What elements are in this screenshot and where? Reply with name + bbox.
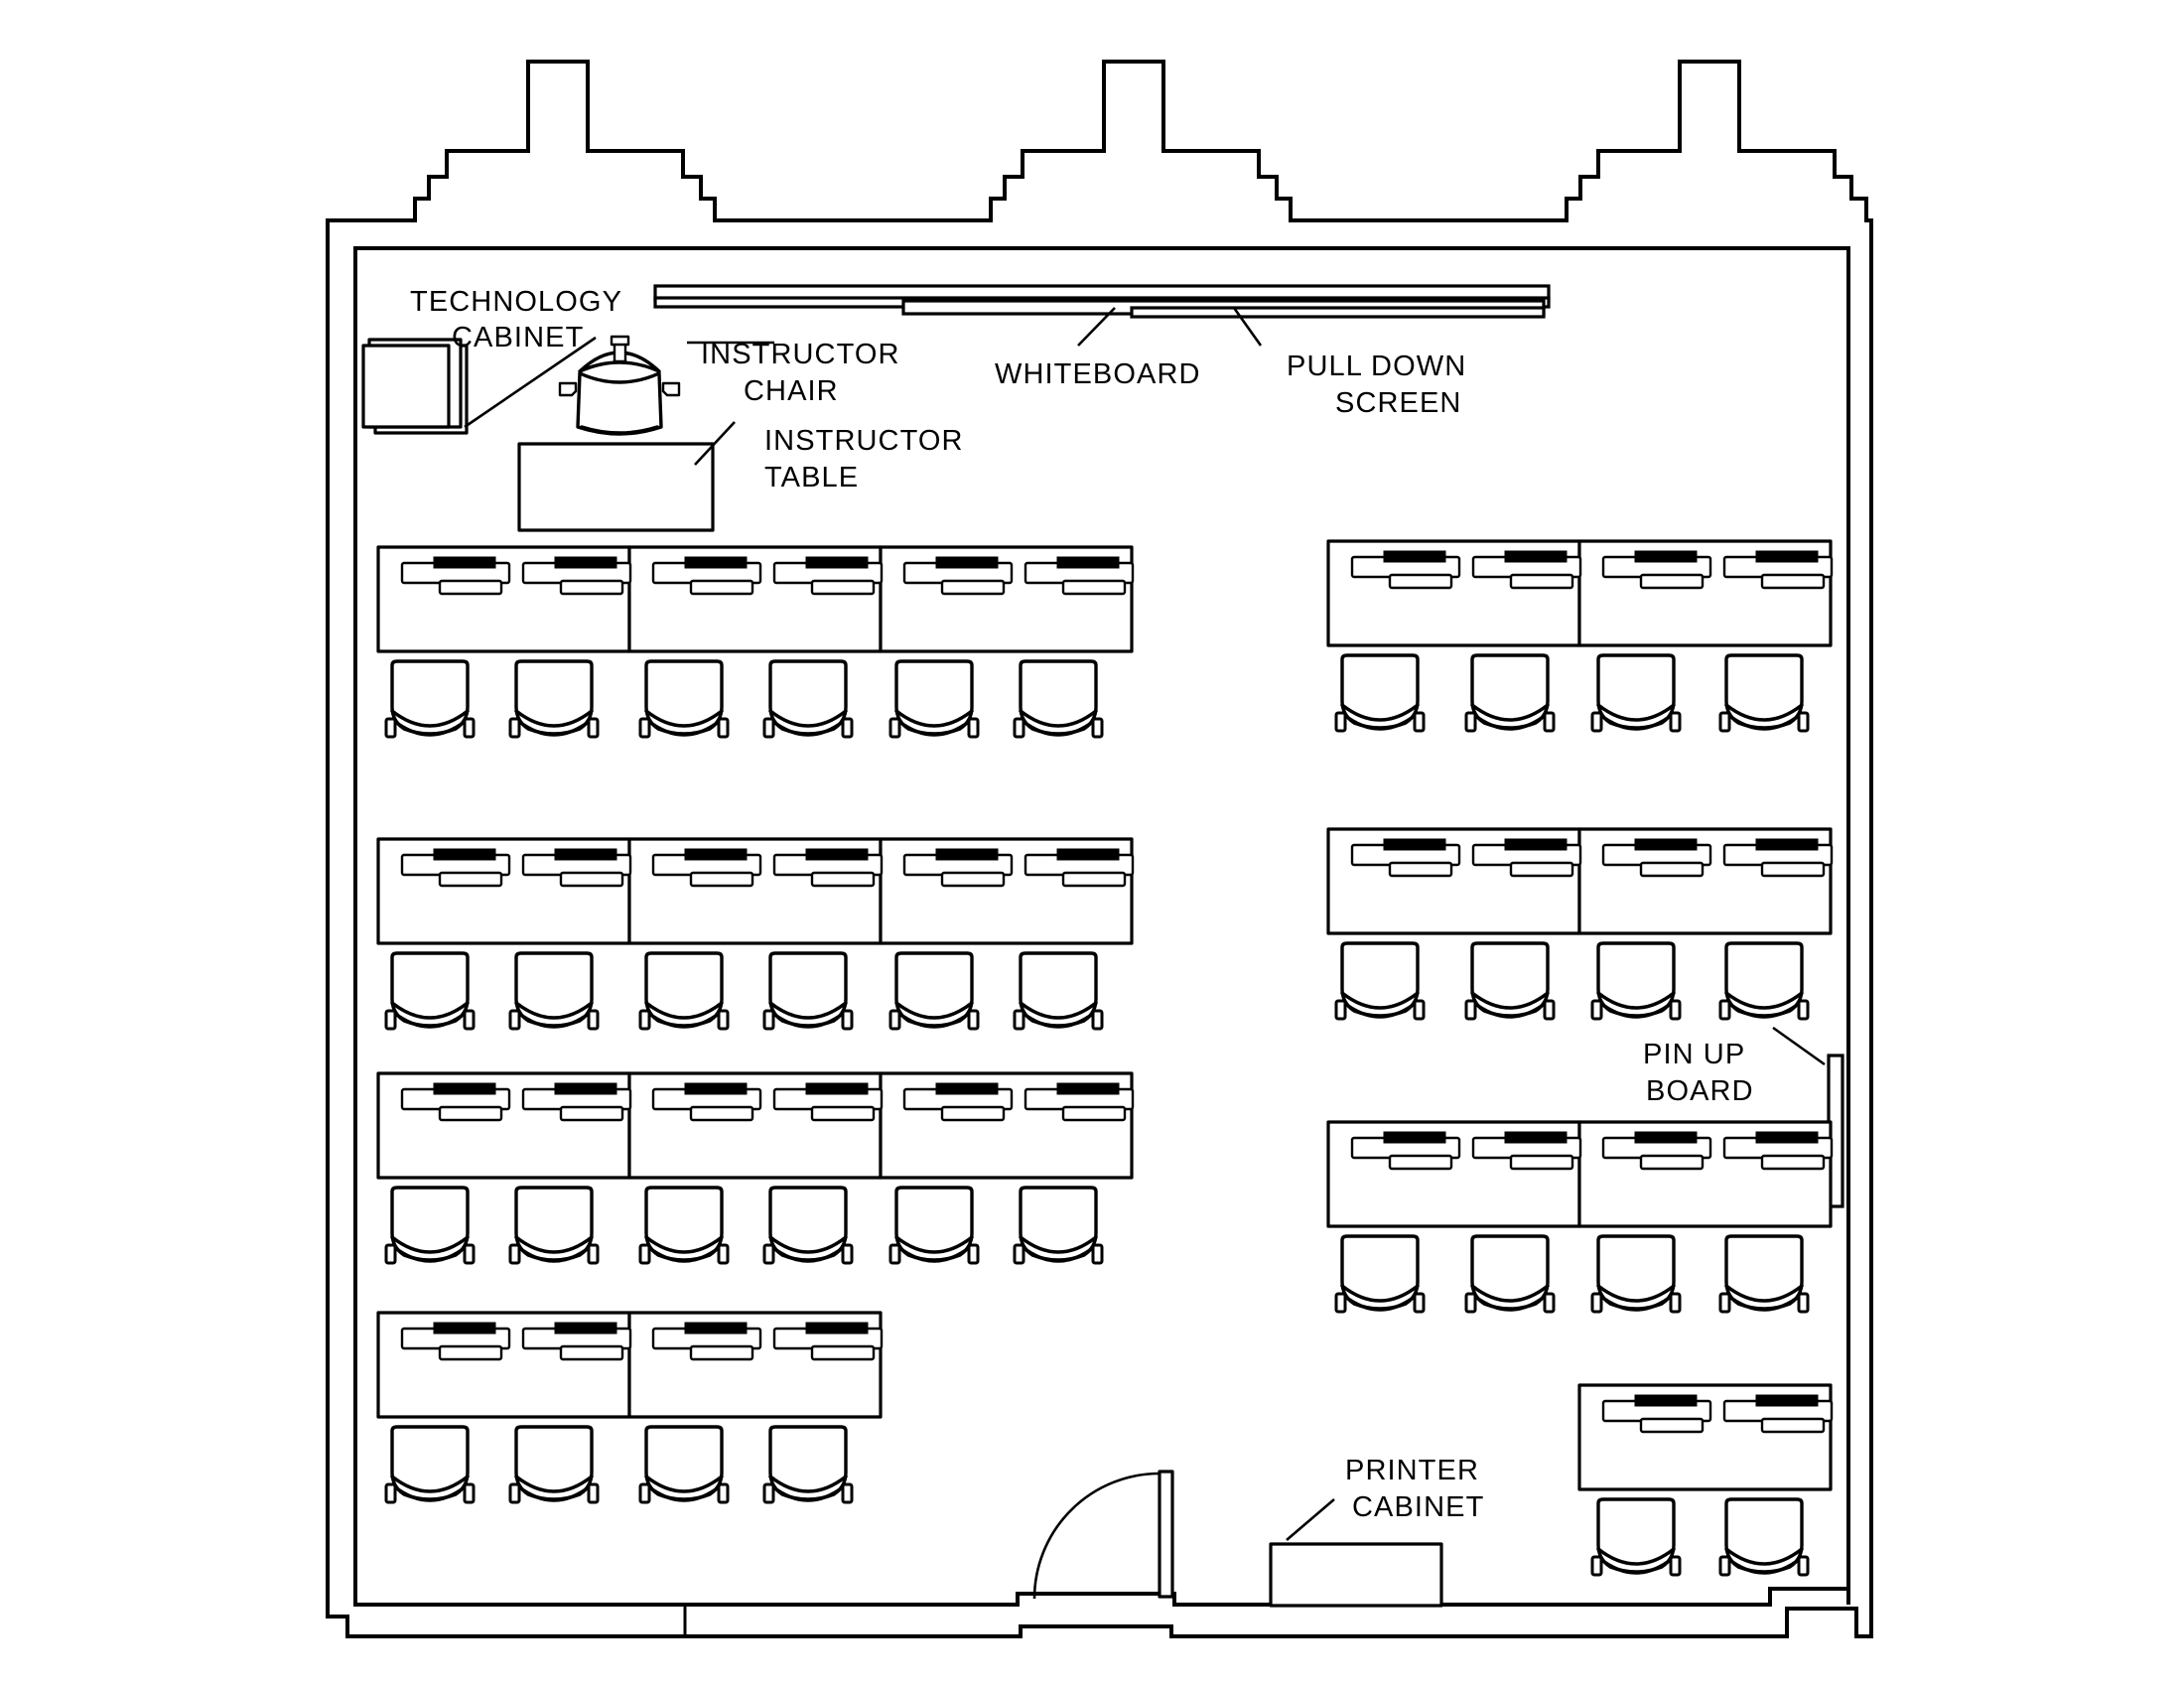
chair-row-right-4 <box>1590 1497 1810 1577</box>
pin-up-board-label-line2: BOARD <box>1646 1075 1754 1107</box>
chair-row-right-3 <box>1334 1234 1810 1314</box>
chair-row-right-2 <box>1334 941 1810 1021</box>
table-row-right-3 <box>1326 1120 1834 1228</box>
table-row-right-2 <box>1326 827 1834 935</box>
exterior-walls <box>326 60 1873 1638</box>
table-row-right-4 <box>1577 1383 1834 1491</box>
chair-row-right-1 <box>1334 653 1810 733</box>
pull-down-screen-label-line1: PULL DOWN <box>1287 351 1466 382</box>
left-desk-block <box>376 545 1135 1504</box>
whiteboard-label: WHITEBOARD <box>995 358 1201 390</box>
table-row-right-1 <box>1326 539 1834 647</box>
door-fixture[interactable] <box>1032 1470 1174 1600</box>
technology-cabinet-label-line1: TECHNOLOGY <box>410 286 622 318</box>
chair-row-left-4 <box>384 1425 854 1504</box>
instructor-table-fixture <box>517 442 715 532</box>
instructor-chair-label-line1: INSTRUCTOR <box>701 339 900 370</box>
pull-down-screen-fixture <box>901 299 1546 319</box>
table-row-left-3 <box>376 1071 1135 1180</box>
instructor-chair-fixture <box>558 335 681 436</box>
printer-cabinet-label-line2: CABINET <box>1352 1491 1484 1523</box>
instructor-chair-label-line2: CHAIR <box>744 375 839 407</box>
technology-cabinet-label-line2: CABINET <box>452 322 584 353</box>
right-desk-block <box>1326 539 1834 1577</box>
chair-row-left-2 <box>384 951 1104 1031</box>
leader-lines <box>464 307 1826 1541</box>
instructor-table-label-line1: INSTRUCTOR <box>764 425 964 457</box>
printer-cabinet-fixture <box>1269 1542 1443 1608</box>
chair-row-left-1 <box>384 659 1104 739</box>
table-row-left-2 <box>376 837 1135 945</box>
technology-cabinet-fixture <box>361 338 469 435</box>
table-row-left-4 <box>376 1311 884 1419</box>
chair-row-left-3 <box>384 1186 1104 1265</box>
instructor-table-label-line2: TABLE <box>764 462 859 493</box>
table-row-left-1 <box>376 545 1135 653</box>
pin-up-board-label-line1: PIN UP <box>1643 1039 1745 1070</box>
annotation-labels: TECHNOLOGY CABINET INSTRUCTOR CHAIR INST… <box>410 286 1754 1523</box>
printer-cabinet-label-line1: PRINTER <box>1345 1455 1479 1486</box>
pull-down-screen-label-line2: SCREEN <box>1335 387 1461 419</box>
